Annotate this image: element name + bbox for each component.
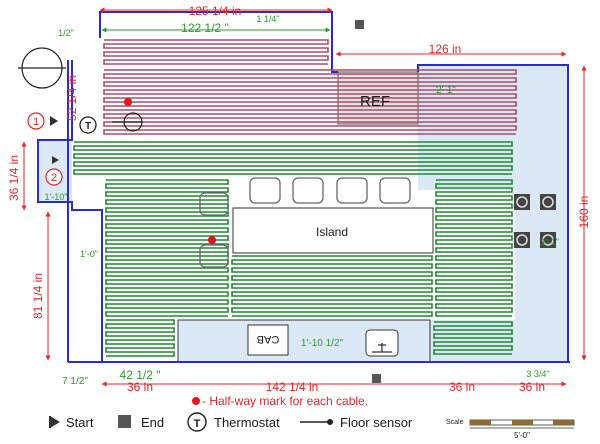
thermostat-icon: T — [79, 116, 97, 134]
cable-1-main-run — [103, 69, 517, 135]
floor-sensor-circle-icon — [18, 47, 143, 132]
svg-text:1: 1 — [33, 116, 39, 128]
legend-floor-sensor-icon — [300, 419, 333, 425]
end-2-icon — [372, 374, 381, 383]
dim-left-52: 52 1/4 in — [65, 75, 79, 121]
dim-bottom-36c: 36 in — [519, 380, 545, 394]
cable-2-bottom-left-run — [105, 319, 175, 357]
cable-1-upper-run — [103, 39, 329, 65]
legend-end-label: End — [141, 415, 164, 430]
dim-left-small: 1/2" — [58, 28, 74, 38]
svg-text:T: T — [85, 121, 91, 132]
legend-start-icon — [50, 416, 60, 428]
island-label: Island — [316, 225, 348, 239]
dim-bottom-36a: 36 in — [127, 380, 153, 394]
start-2-icon — [52, 156, 59, 164]
dim-left-1-10: 1'-10" — [45, 192, 68, 202]
dim-cooktop-gap: 1'-1" — [541, 237, 559, 247]
cable-2-upper-run — [73, 141, 513, 175]
dim-left-1-0: 1'-0" — [80, 249, 98, 259]
island — [232, 207, 434, 254]
svg-text:T: T — [194, 418, 201, 430]
dim-bottom-36b: 36 in — [449, 380, 475, 394]
dim-top-offset: 1 1/4" — [256, 14, 279, 24]
faucet-icon — [372, 343, 392, 353]
dim-sink-gap: 1'-10 1/2" — [301, 338, 344, 349]
legend-start-label: Start — [66, 415, 94, 430]
dim-ref-clear: 2'-1" — [436, 85, 456, 96]
dim-bottom-7: 7 1/2" — [62, 376, 88, 387]
svg-text:2: 2 — [51, 172, 57, 184]
legend-end-icon — [118, 415, 131, 428]
bar-stools — [199, 177, 411, 268]
dim-bottom-142: 142 1/4 in — [266, 380, 319, 394]
halfway-mark-2 — [208, 236, 216, 244]
cooktop-burners — [514, 194, 556, 248]
dim-left-36: 36 1/4 in — [7, 155, 21, 201]
cable-2-right-run — [435, 179, 513, 317]
legend-halfway-text: - Half-way mark for each cable. — [202, 394, 368, 408]
legend-halfway-dot — [192, 397, 200, 405]
room-zone-1-marker: 1 — [27, 112, 45, 130]
cable-2-center-run — [231, 255, 433, 317]
cooktop-counter-area — [515, 190, 568, 362]
legend-floor-sensor-label: Floor sensor — [340, 415, 413, 430]
room-zone-2-marker: 2 — [45, 168, 63, 186]
cable-2-runs — [73, 141, 513, 357]
ref-label: REF — [360, 93, 390, 110]
dim-top-inner: 122 1/2 " — [181, 21, 229, 35]
legend-thermostat-icon: T — [187, 412, 207, 432]
dim-bottom-42: 42 1/2 " — [120, 368, 161, 382]
halfway-mark-1 — [124, 98, 132, 106]
cab-box — [247, 324, 289, 356]
dim-left-81: 81 1/4 in — [31, 273, 45, 319]
dim-right-top: 126 in — [429, 42, 462, 56]
scale-bar — [469, 419, 575, 429]
bottom-right-counter — [430, 320, 515, 362]
dim-top-overall: 125 1/4 in — [189, 4, 242, 18]
scale-value: 5'-0" — [514, 431, 530, 440]
cab-label: CAB — [257, 333, 280, 345]
cable-1-runs — [103, 39, 517, 135]
cable-2-bottom-right-run — [433, 321, 513, 355]
right-counter-area — [418, 65, 568, 190]
cable-2-left-run — [105, 179, 229, 317]
legend-thermostat-label: Thermostat — [214, 415, 280, 430]
dim-right-160: 160 in — [577, 196, 591, 229]
start-1-icon — [50, 116, 58, 126]
dim-bottom-3-3-4: 3 3/4" — [526, 369, 549, 379]
scale-label: Scale — [446, 419, 464, 426]
end-1-icon — [355, 20, 364, 29]
